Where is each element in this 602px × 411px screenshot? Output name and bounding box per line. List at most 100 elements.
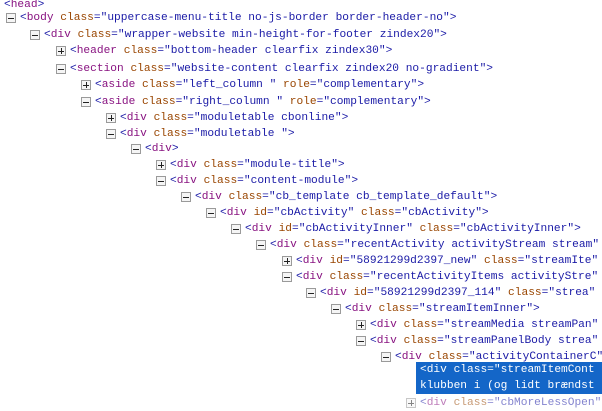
selected-node[interactable]: <div class="streamItemCont klubben i (og… <box>416 362 602 394</box>
dom-node-aside[interactable]: <aside class="right_column " role="compl… <box>81 94 431 110</box>
attr-name: class <box>123 45 158 57</box>
dom-node-div[interactable]: <div class="streamItemInner"> <box>331 301 540 317</box>
attr-name: class <box>153 128 188 140</box>
tag-name: div <box>201 191 222 203</box>
tag-name: div <box>426 397 447 409</box>
collapse-icon[interactable] <box>6 13 16 23</box>
dom-node-div[interactable]: <div class="moduletable cbonline"> <box>106 110 348 126</box>
tag-name: div <box>126 128 147 140</box>
tag-name: div <box>276 239 297 251</box>
expand-icon[interactable] <box>106 113 116 123</box>
expand-icon[interactable] <box>156 160 166 170</box>
dom-node-div[interactable]: <div class="streamMedia streamPan" <box>356 317 598 333</box>
collapse-icon[interactable] <box>381 352 391 362</box>
collapse-icon[interactable] <box>156 176 166 186</box>
collapse-icon[interactable] <box>106 129 116 139</box>
attr-value: streamMedia streamPan <box>450 319 592 331</box>
attr-name: class <box>130 63 165 75</box>
attr-value: 58921299d2397_114 <box>380 287 495 299</box>
dom-node-div[interactable]: <div class="content-module"> <box>156 173 358 189</box>
attr-name: class <box>378 303 413 315</box>
expand-icon[interactable] <box>282 256 292 266</box>
tag-name: div <box>151 143 172 155</box>
collapse-icon[interactable] <box>56 64 66 74</box>
dom-node-div[interactable]: <div id="58921299d2397_114" class="strea… <box>306 285 595 301</box>
dom-node-div[interactable]: <div class="wrapper-website min-height-f… <box>30 27 447 43</box>
dom-node-div[interactable]: <div class="moduletable "> <box>106 126 295 142</box>
tag-name: aside <box>101 96 136 108</box>
collapse-icon[interactable] <box>30 30 40 40</box>
dom-node-section[interactable]: <section class="website-content clearfix… <box>56 61 493 77</box>
attr-value: 58921299d2397_new <box>356 255 471 267</box>
tag-name: head <box>10 0 38 11</box>
attr-value: moduletable <box>200 128 282 140</box>
dom-node-div[interactable]: <div class="streamPanelBody strea" <box>356 333 598 349</box>
attr-name: role <box>283 79 310 91</box>
collapse-icon[interactable] <box>356 336 366 346</box>
tag-name: div <box>401 351 422 363</box>
tag-name: aside <box>101 79 136 91</box>
attr-value: activityContainerC <box>475 351 597 363</box>
attr-name: class <box>203 175 238 187</box>
collapse-icon[interactable] <box>206 208 216 218</box>
tag-name: div <box>376 319 397 331</box>
dom-node-aside[interactable]: <aside class="left_column " role="comple… <box>81 77 424 93</box>
expand-icon[interactable] <box>81 80 91 90</box>
collapse-icon[interactable] <box>256 240 266 250</box>
dom-node-div[interactable]: <div class="recentActivity activityStrea… <box>256 237 599 253</box>
tag-name: div <box>251 223 272 235</box>
attr-name: class <box>153 112 188 124</box>
attr-value: module-title <box>250 159 332 171</box>
tag-name: div <box>302 255 323 267</box>
tag-name: div <box>302 271 323 283</box>
attr-value: cbActivityInner <box>305 223 407 235</box>
dom-node-div[interactable]: <div id="cbActivity" class="cbActivity"> <box>206 205 489 221</box>
selected-node-line1: <div class="streamItemCont <box>420 364 595 376</box>
attr-value: streamPanelBody strea <box>450 335 592 347</box>
attr-value: streamItemInner <box>425 303 527 315</box>
dom-node-div[interactable]: <div class="cb_template cb_template_defa… <box>181 189 497 205</box>
attr-name: id <box>253 207 268 219</box>
collapse-icon[interactable] <box>331 304 341 314</box>
attr-name: class <box>203 159 238 171</box>
dom-node-header[interactable]: <header class="bottom-header clearfix zi… <box>56 43 392 59</box>
collapse-icon[interactable] <box>282 272 292 282</box>
dom-node-div[interactable]: <div class="cbMoreLessOpen" <box>406 395 601 411</box>
attr-name: class <box>419 223 454 235</box>
attr-name: class <box>329 271 364 283</box>
tag-name: div <box>351 303 372 315</box>
collapse-icon[interactable] <box>181 192 191 202</box>
attr-name: class <box>508 287 542 299</box>
attr-value: content-module <box>250 175 345 187</box>
attr-value: complementary <box>323 79 411 91</box>
dom-node-div[interactable]: <div class="module-title"> <box>156 157 345 173</box>
dom-node-head[interactable]: <head> <box>4 0 45 11</box>
collapse-icon[interactable] <box>131 144 141 154</box>
attr-name: class <box>142 96 176 108</box>
expand-icon[interactable] <box>356 320 366 330</box>
dom-node-body[interactable]: <body class="uppercase-menu-title no-js-… <box>6 10 456 26</box>
selected-node-line2: klubben i (og lidt brændst <box>420 380 595 392</box>
expand-icon[interactable] <box>406 398 416 408</box>
collapse-icon[interactable] <box>81 97 91 107</box>
dom-node-div[interactable]: <div class="recentActivityItems activity… <box>282 269 598 285</box>
tag-name: div <box>176 175 197 187</box>
attr-name: class <box>428 351 463 363</box>
attr-value: recentActivity activityStream stream <box>350 239 593 251</box>
expand-icon[interactable] <box>56 46 66 56</box>
attr-name: class <box>142 79 176 91</box>
dom-node-div[interactable]: <div> <box>131 141 179 157</box>
attr-value: cbActivity <box>408 207 476 219</box>
attr-value: cbActivityInner <box>466 223 568 235</box>
tag-name: div <box>376 335 397 347</box>
collapse-icon[interactable] <box>231 224 241 234</box>
attr-value: wrapper-website min-height-for-footer zi… <box>124 29 434 41</box>
dom-node-div[interactable]: <div id="cbActivityInner" class="cbActiv… <box>231 221 581 237</box>
dom-node-div[interactable]: <div class="activityContainerC" <box>381 349 602 365</box>
collapse-icon[interactable] <box>306 288 316 298</box>
attr-name: class <box>484 255 518 267</box>
dom-node-div[interactable]: <div id="58921299d2397_new" class="strea… <box>282 253 598 269</box>
attr-name: role <box>289 96 317 108</box>
attr-value: left_column <box>189 79 270 91</box>
attr-value: website-content clearfix zindex20 no-gra… <box>177 63 480 75</box>
